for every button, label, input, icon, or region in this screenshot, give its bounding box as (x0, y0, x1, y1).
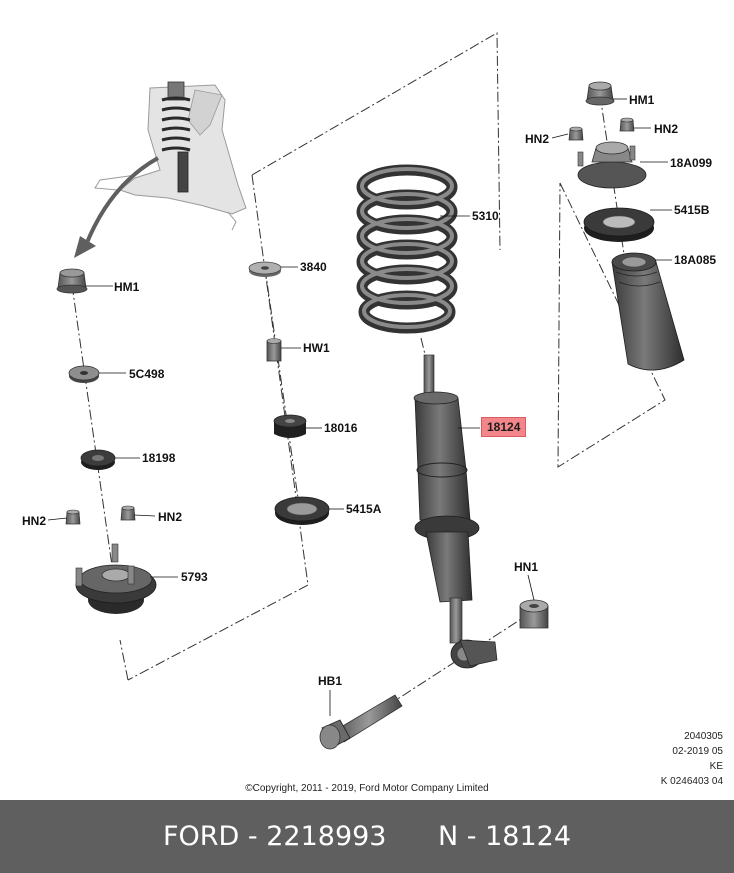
leader-lines (47, 98, 672, 716)
callout-5c498: 5C498 (129, 367, 165, 381)
copyright-notice: ©Copyright, 2011 - 2019, Ford Motor Comp… (245, 783, 489, 794)
footer-spacer (387, 821, 439, 852)
footer-bar: FORD - 2218993 N - 18124 (0, 800, 734, 873)
diagram-metadata: 2040305 02-2019 05 KE K 0246403 04 (661, 729, 723, 789)
nut-hn2-right-a (568, 126, 584, 141)
callout-hm1-right: HM1 (629, 93, 655, 107)
washer-3840 (248, 261, 282, 277)
callout-5310: 5310 (472, 209, 499, 223)
callout-3840: 3840 (300, 260, 327, 274)
nut-hn2-left (65, 509, 81, 525)
coil-spring-5310 (356, 164, 458, 334)
dust-boot-18a085 (611, 252, 685, 371)
assembly-frame-left (119, 32, 501, 681)
strut-mount-18a099 (577, 141, 647, 189)
strut-mount-5793 (75, 543, 157, 614)
callout-18a099: 18A099 (670, 156, 713, 170)
callout-5793: 5793 (181, 570, 208, 584)
bushing-18198 (80, 449, 116, 470)
footer-brand-part-number: FORD - 2218993 (163, 821, 387, 852)
callout-18124-highlighted[interactable]: 18124 (481, 417, 527, 437)
callout-hn2-right-b: HN2 (654, 122, 679, 136)
callout-18198: 18198 (142, 451, 176, 465)
metadata-line: 02-2019 05 (672, 746, 723, 757)
metadata-line: 2040305 (684, 731, 723, 742)
metadata-line: K 0246403 04 (660, 776, 723, 787)
callout-18a085: 18A085 (674, 253, 717, 267)
exploded-parts-diagram (47, 32, 685, 750)
bolt-hb1 (319, 694, 403, 750)
nut-hn2-right-b (619, 117, 635, 132)
callout-hn2-left: HN2 (22, 514, 47, 528)
callout-hn2-right-a: HN2 (525, 132, 550, 146)
nut-hm1-right (585, 81, 615, 106)
callout-hn2-mid: HN2 (158, 510, 183, 524)
assembly-frame-right (557, 182, 666, 468)
metadata-line: KE (709, 761, 723, 772)
washer-5c498 (68, 365, 100, 383)
nut-hn2-mid (120, 505, 136, 521)
spacer-hw1 (266, 338, 282, 362)
vehicle-context-sketch (94, 81, 247, 231)
callout-18016: 18016 (324, 421, 358, 435)
view-arrow-head (74, 236, 96, 258)
isolator-5415b (583, 207, 655, 242)
footer-n-part-number: N - 18124 (438, 821, 571, 852)
callout-hn1: HN1 (514, 560, 539, 574)
callout-5415a: 5415A (346, 502, 382, 516)
callout-hb1: HB1 (318, 674, 343, 688)
shock-absorber-18124 (413, 354, 498, 669)
callout-hw1: HW1 (303, 341, 330, 355)
callout-hm1-left: HM1 (114, 280, 140, 294)
bushing-18016 (273, 414, 307, 438)
nut-hm1-left (56, 268, 88, 294)
callout-5415b: 5415B (674, 203, 710, 217)
view-arrow (84, 156, 159, 246)
nut-hn1 (519, 599, 549, 629)
isolator-5415a (274, 496, 330, 525)
